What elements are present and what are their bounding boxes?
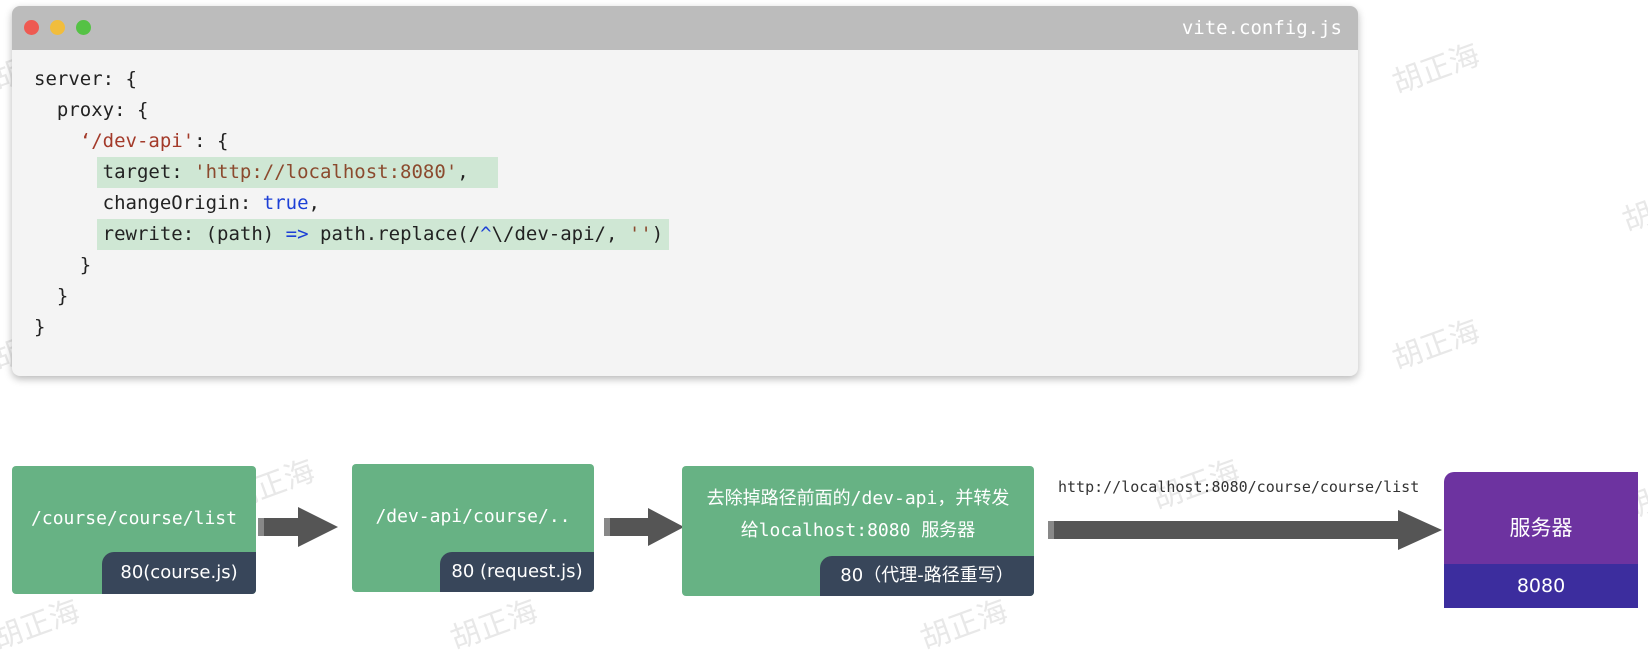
step2-path: /dev-api/course/.. [375, 506, 571, 527]
code-token: target: [102, 161, 195, 183]
code-token: , [308, 192, 320, 214]
step2-box: /dev-api/course/.. 80 (request.js) [352, 464, 594, 592]
code-token: \/dev-api/, [491, 223, 629, 245]
code-keyword: => [285, 223, 309, 245]
close-dot-icon [24, 20, 39, 35]
code-block: server: { proxy: { ‘/dev-api': { target:… [34, 64, 670, 343]
minimize-dot-icon [50, 20, 65, 35]
code-indent [34, 161, 103, 183]
watermark: 胡正海 [915, 593, 1013, 658]
arrow-icon [258, 507, 338, 547]
step3-text-line2: 给localhost:8080 服务器 [740, 520, 976, 541]
code-line: changeOrigin: true, [34, 188, 669, 219]
code-line: proxy: { [34, 99, 149, 121]
code-line: } [34, 316, 46, 338]
step1-box: /course/course/list 80(course.js) [12, 466, 256, 594]
code-line: } [34, 285, 69, 307]
code-keyword: ^ [480, 223, 492, 245]
code-token: ) [651, 223, 664, 245]
code-line: ‘/dev-api': { [34, 126, 669, 157]
forward-url-label: http://localhost:8080/course/course/list [1058, 478, 1420, 496]
step3-port: 80（代理-路径重写） [820, 556, 1034, 596]
step1-path: /course/course/list [31, 508, 237, 529]
step3-text-line1: 去除掉路径前面的/dev-api，并转发 [706, 488, 1010, 509]
code-highlight: target: 'http://localhost:8080', [96, 157, 498, 188]
server-box: 服务器 8080 [1444, 472, 1638, 608]
watermark: 胡正海 [0, 593, 85, 658]
step1-port: 80(course.js) [102, 552, 256, 594]
code-indent [34, 223, 103, 245]
window-titlebar: vite.config.js [12, 6, 1358, 50]
code-token: rewrite: (path) [102, 223, 286, 245]
code-line: } [34, 254, 92, 276]
code-window: vite.config.js server: { proxy: { ‘/dev-… [12, 6, 1358, 376]
server-label: 服务器 [1509, 516, 1573, 540]
arrow-icon [1048, 510, 1442, 550]
code-token: , [457, 161, 469, 183]
watermark: 胡正海 [1617, 175, 1648, 240]
filename: vite.config.js [1181, 17, 1342, 39]
watermark: 胡正海 [1387, 37, 1485, 102]
code-string: '' [628, 223, 652, 245]
arrow-icon [604, 508, 684, 546]
step2-port: 80 (request.js) [440, 552, 594, 592]
maximize-dot-icon [76, 20, 91, 35]
watermark: 胡正海 [1387, 313, 1485, 378]
code-keyword: true [262, 192, 309, 214]
code-line: rewrite: (path) => path.replace(/^\/dev-… [34, 219, 670, 250]
code-highlight: rewrite: (path) => path.replace(/^\/dev-… [96, 219, 670, 250]
code-string: ‘/dev-api' [34, 130, 195, 152]
step3-box: 去除掉路径前面的/dev-api，并转发 给localhost:8080 服务器… [682, 466, 1034, 596]
watermark: 胡正海 [445, 593, 543, 658]
code-string: 'http://localhost:8080' [194, 161, 458, 183]
code-line: server: { [34, 68, 137, 90]
code-token: path.replace(/ [308, 223, 481, 245]
code-token: : { [194, 130, 229, 152]
server-port: 8080 [1444, 564, 1638, 608]
code-line: target: 'http://localhost:8080', [34, 157, 669, 188]
code-token: changeOrigin: [34, 192, 263, 214]
